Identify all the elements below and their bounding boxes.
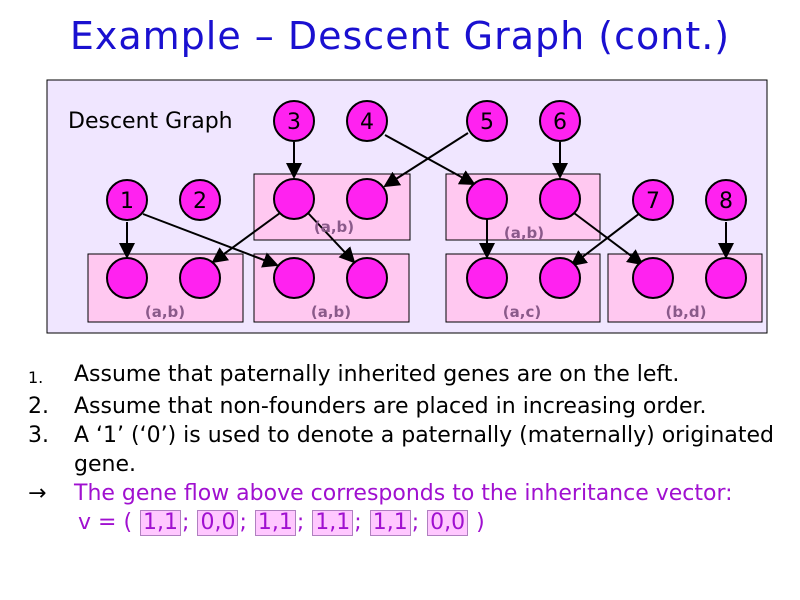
descent-graph: Descent Graph 3 4	[46, 79, 768, 334]
founder-label-8: 8	[719, 189, 733, 214]
list-text: Assume that paternally inherited genes a…	[74, 362, 680, 387]
genotype-label: (a,b)	[314, 218, 354, 236]
founder-label-3: 3	[287, 110, 301, 135]
founder-label-1: 1	[120, 189, 134, 214]
edge-gene-to-child-1	[211, 212, 281, 264]
assumption-list: 1. Assume that paternally inherited gene…	[28, 360, 788, 537]
genotype-label: (a,b)	[504, 224, 544, 242]
arrow-icon: →	[28, 481, 47, 506]
genotype-label: (b,d)	[666, 303, 707, 321]
vector-label: v = (	[78, 510, 133, 535]
founder-node-2	[179, 179, 221, 221]
edge-7-to-gene	[570, 212, 641, 267]
gene-node	[539, 257, 581, 299]
gene-node	[273, 178, 315, 220]
vector-separator: ;	[182, 510, 190, 535]
list-item: 2. Assume that non-founders are placed i…	[28, 392, 788, 421]
founder-label-5: 5	[480, 110, 494, 135]
vector-entry: 1,1	[254, 510, 296, 536]
founder-node-8	[705, 179, 747, 221]
founder-node-3	[273, 100, 315, 142]
gene-node	[466, 257, 508, 299]
vector-separator: ;	[411, 510, 420, 535]
slide-title: Example – Descent Graph (cont.)	[69, 14, 731, 58]
list-number: 2.	[28, 394, 49, 419]
vector-close: )	[476, 510, 485, 535]
founder-label-6: 6	[553, 110, 567, 135]
vector-entry: 0,0	[427, 510, 469, 536]
genotype-label: (a,c)	[503, 303, 541, 321]
edge-gene-to-child-2	[307, 212, 356, 264]
genotype-label: (a,b)	[311, 303, 351, 321]
list-number: 3.	[28, 423, 49, 448]
gene-node	[273, 257, 315, 299]
edge-1-to-gene-b	[142, 213, 279, 268]
founder-node-4	[346, 100, 388, 142]
vector-separator: ;	[354, 510, 362, 535]
list-item: 3. A ‘1’ (‘0’) is used to denote a pater…	[28, 421, 788, 479]
list-number: 1.	[28, 368, 44, 387]
founder-label-4: 4	[360, 110, 374, 135]
gene-node	[179, 257, 221, 299]
vector-entry: 0,0	[197, 510, 239, 536]
vector-separator: ;	[296, 510, 305, 535]
gene-node	[705, 257, 747, 299]
gene-node	[466, 178, 508, 220]
gene-node	[539, 178, 581, 220]
edge-4-to-gene	[384, 134, 476, 185]
list-item: 1. Assume that paternally inherited gene…	[28, 360, 788, 392]
founder-node-6	[539, 100, 581, 142]
conclusion-text: The gene flow above corresponds to the i…	[74, 481, 733, 506]
founder-label-2: 2	[193, 189, 207, 214]
gene-node	[106, 257, 148, 299]
vector-entry: 1,1	[312, 510, 354, 536]
genotype-label: (a,b)	[145, 303, 185, 321]
vector-entry: 1,1	[140, 510, 182, 536]
founder-label-7: 7	[646, 189, 660, 214]
vector-entry: 1,1	[369, 510, 411, 536]
list-text: Assume that non-founders are placed in i…	[74, 394, 707, 419]
diagram-label: Descent Graph	[68, 109, 233, 134]
founder-node-1	[106, 179, 148, 221]
founder-node-5	[466, 100, 508, 142]
inheritance-vector: v = ( 1,1; 0,0; 1,1; 1,1; 1,1; 0,0 )	[78, 508, 485, 537]
edge-5-to-gene	[383, 132, 469, 188]
gene-node	[632, 257, 674, 299]
founder-node-7	[632, 179, 674, 221]
vector-separator: ;	[239, 510, 247, 535]
gene-node	[346, 257, 388, 299]
gene-node	[346, 178, 388, 220]
list-text: A ‘1’ (‘0’) is used to denote a paternal…	[74, 423, 774, 477]
conclusion: → The gene flow above corresponds to the…	[28, 479, 788, 537]
